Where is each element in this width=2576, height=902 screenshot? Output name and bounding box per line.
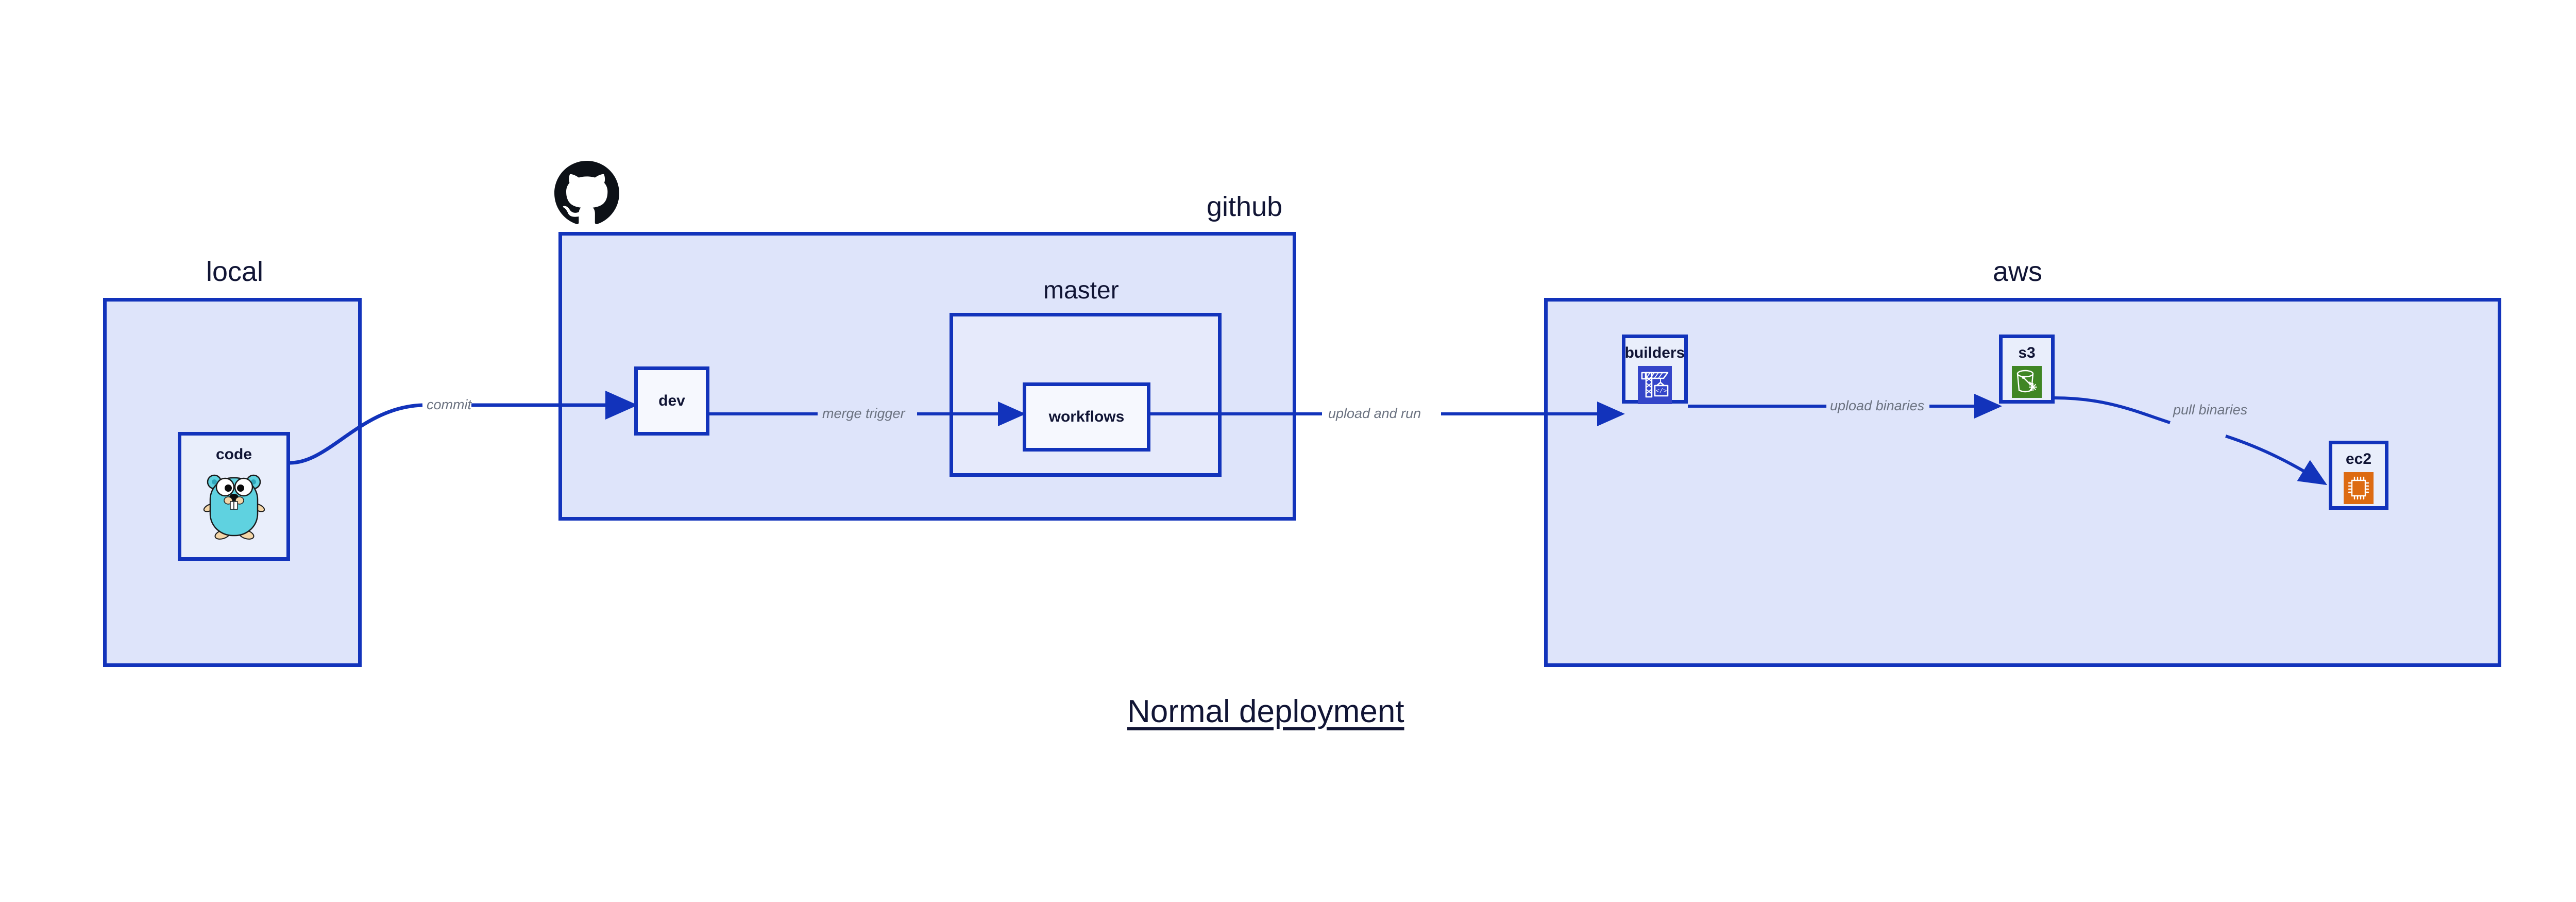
svg-text:</>: </> [1656, 388, 1667, 395]
group-github-label: github [1207, 191, 1283, 222]
node-s3-label: s3 [2018, 344, 2036, 361]
aws-builder-icon: </> [1638, 366, 1672, 407]
page-title: Normal deployment [1127, 694, 1404, 729]
node-dev-label: dev [658, 392, 685, 409]
edge-label-commit: commit [427, 397, 471, 412]
aws-s3-icon [2012, 366, 2042, 400]
node-workflows-label: workflows [1048, 408, 1125, 425]
edge-label-pull-binaries: pull binaries [2173, 402, 2248, 417]
aws-ec2-icon [2344, 472, 2374, 507]
group-local-label: local [206, 256, 264, 287]
node-code-label: code [215, 446, 252, 463]
group-master-label: master [1043, 277, 1119, 304]
group-aws-label: aws [1993, 256, 2043, 287]
node-dev[interactable]: dev [634, 366, 709, 436]
edge-label-upload-binaries: upload binaries [1830, 398, 1925, 413]
go-gopher-icon [203, 470, 265, 542]
edge-label-merge-trigger: merge trigger [822, 406, 905, 421]
node-s3[interactable]: s3 [1999, 335, 2055, 404]
node-builders[interactable]: builders < [1622, 335, 1688, 404]
node-builders-label: builders [1624, 344, 1685, 361]
node-workflows[interactable]: workflows [1023, 382, 1150, 452]
edge-label-upload-and-run: upload and run [1328, 406, 1421, 421]
node-code[interactable]: code [178, 432, 290, 561]
node-ec2[interactable]: ec2 [2329, 441, 2388, 510]
github-octocat-icon [554, 161, 619, 226]
node-ec2-label: ec2 [2345, 450, 2372, 467]
